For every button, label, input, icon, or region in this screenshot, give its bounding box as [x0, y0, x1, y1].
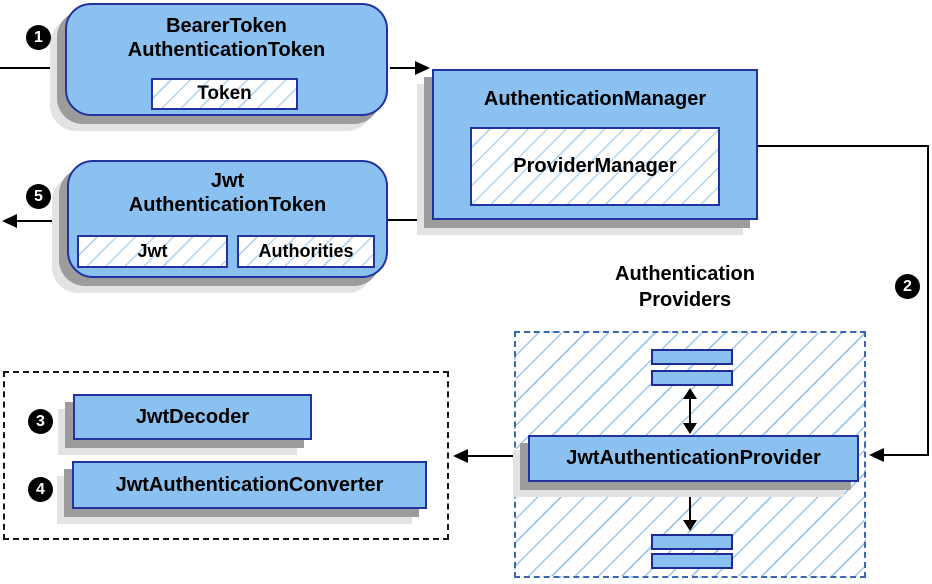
authentication-providers-label: Authentication Providers [555, 261, 815, 313]
provider-slot-rect [651, 534, 733, 550]
jwt-field: Jwt [77, 235, 228, 268]
arrowhead-outgoing-left [2, 214, 17, 228]
provider-manager-field: ProviderManager [470, 127, 720, 206]
arrowhead-into-manager [415, 61, 430, 75]
jwt-token-title-line2: AuthenticationToken [128, 194, 327, 216]
provider-slot-rect [651, 553, 733, 569]
jwt-helpers-group [3, 371, 449, 540]
token-field: Token [151, 78, 298, 110]
jwt-authentication-token-node: Jwt AuthenticationToken Jwt Authorities [67, 160, 388, 278]
authorities-field: Authorities [237, 235, 375, 268]
step-marker-1: 1 [26, 25, 51, 50]
provider-slot-rect [651, 349, 733, 365]
bearer-token-authentication-token-node: BearerToken AuthenticationToken Token [65, 3, 388, 116]
bearer-token-title-line1: BearerToken [166, 15, 287, 37]
step-marker-5: 5 [26, 184, 51, 209]
step-marker-2: 2 [895, 274, 920, 299]
bearer-token-title-line2: AuthenticationToken [127, 39, 326, 61]
jwt-authentication-provider-node: JwtAuthenticationProvider [528, 435, 859, 482]
step-marker-3: 3 [28, 409, 53, 434]
jwt-authentication-converter-node: JwtAuthenticationConverter [72, 461, 427, 509]
step-marker-4: 4 [28, 477, 53, 502]
provider-slot-rect [651, 370, 733, 386]
jwt-token-title-line1: Jwt [210, 170, 245, 192]
arrowhead-into-provider [869, 448, 884, 462]
jwt-decoder-node: JwtDecoder [73, 394, 312, 440]
arrowhead-into-helpers [453, 449, 468, 463]
authentication-providers-label-line2: Providers [638, 289, 732, 311]
authentication-manager-node: AuthenticationManager ProviderManager [432, 69, 758, 220]
authentication-providers-label-line1: Authentication [615, 263, 755, 285]
authentication-manager-title: AuthenticationManager [483, 88, 707, 110]
